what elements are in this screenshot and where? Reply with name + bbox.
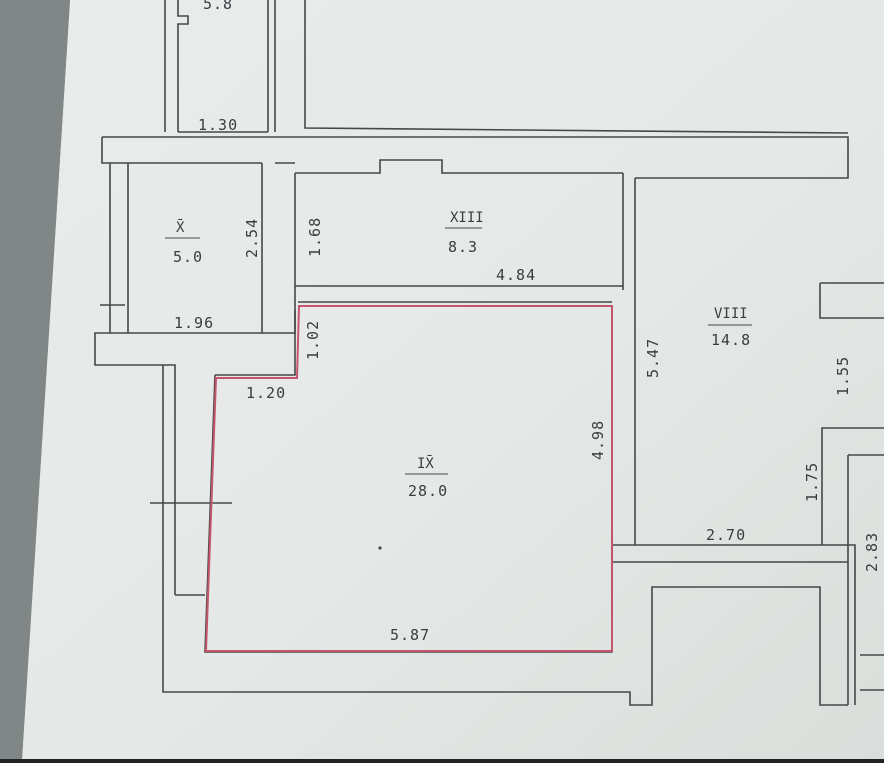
room-top-left-area: 5.8 <box>203 0 233 13</box>
dim-1-30: 1.30 <box>198 116 238 134</box>
room-x-area: 5.0 <box>173 248 203 266</box>
center-mark <box>378 546 382 550</box>
room-viii-area: 14.8 <box>711 331 751 349</box>
dim-1-55: 1.55 <box>834 356 852 396</box>
room-ix-area: 28.0 <box>408 482 448 500</box>
room-ix-numeral: IX̄ <box>417 454 434 472</box>
dim-5-47: 5.47 <box>644 338 662 378</box>
paper-under-sheet <box>0 0 70 759</box>
paper-sheet <box>22 0 884 759</box>
room-viii-numeral: VIII <box>714 306 748 322</box>
dim-1-02: 1.02 <box>304 320 322 360</box>
dim-2-54: 2.54 <box>243 218 261 258</box>
room-xiii-numeral: XIII <box>450 210 484 226</box>
dim-5-87: 5.87 <box>390 626 430 644</box>
room-xiii-area: 8.3 <box>448 238 478 256</box>
dim-4-98: 4.98 <box>589 420 607 460</box>
room-ix-highlight <box>204 305 613 652</box>
dim-2-83: 2.83 <box>863 532 881 572</box>
dim-2-70: 2.70 <box>706 526 746 544</box>
room-x-numeral: X̄ <box>176 218 185 236</box>
dim-1-75: 1.75 <box>803 462 821 502</box>
dim-1-20: 1.20 <box>246 384 286 402</box>
dim-4-84: 4.84 <box>496 266 536 284</box>
dim-1-96: 1.96 <box>174 314 214 332</box>
dim-1-68: 1.68 <box>306 217 324 257</box>
